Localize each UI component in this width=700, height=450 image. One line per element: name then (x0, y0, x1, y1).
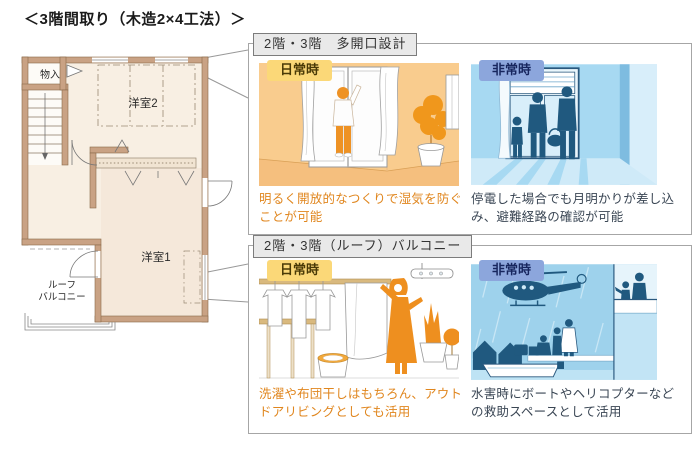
plan-label-storage: 物入 (40, 68, 60, 81)
page-title: ＜3階間取り（木造2×4工法）＞ (24, 11, 246, 28)
family-silhouettes (511, 86, 577, 160)
hanging-shirts (262, 289, 336, 339)
potted-plant (413, 95, 451, 167)
laundry-pole-holder (410, 263, 454, 279)
panel-multi-opening-design: 2階・3階 多開口設計 (248, 33, 692, 235)
hanger-hooks (274, 281, 324, 290)
balcony-plants (419, 303, 459, 370)
balcony-railing (24, 313, 116, 331)
plan-opening-marks (114, 139, 195, 186)
tag-emergency-times: 非常時 (479, 60, 545, 82)
plan-label-room1: 洋室1 (141, 250, 170, 264)
caption-normal: 洗濯や布団干しはもちろん、アウトドアリビングとしても活用 (259, 387, 463, 419)
building-wall (613, 313, 657, 380)
floor-plan: 物入 洋室2 洋室1 ルーフ バルコニー (21, 56, 233, 331)
caption-normal: 明るく開放的なつくりで湿気を防ぐことが可能 (259, 192, 463, 224)
plan-room1-fill (101, 168, 202, 316)
moonlight-evacuation-illustration: 非常時 (471, 60, 657, 186)
lower-balcony-group (514, 319, 615, 362)
door-swing-icons (66, 64, 233, 278)
stairs-arrow (42, 153, 48, 160)
flood-helicopter-rescue-illustration: 非常時 (471, 260, 657, 381)
plan-storage-fill (28, 63, 60, 84)
helicopter-icon (488, 271, 587, 307)
panel-roof-balcony: 2階・3階（ルーフ）バルコニー (248, 235, 692, 434)
caption-emergency: 水害時にボートやヘリコプターなどの救助スペースとして活用 (471, 387, 675, 419)
tag-normal-times: 日常時 (267, 60, 333, 82)
flood-rescue-scene-art (471, 264, 657, 380)
upper-balcony-group (613, 264, 657, 380)
tag-normal-times: 日常時 (267, 260, 333, 282)
panel-header: 2階・3階（ルーフ）バルコニー (253, 235, 473, 259)
plan-label-balcony-2: バルコニー (38, 292, 85, 303)
moonlight-window-scene-art (471, 64, 657, 185)
panel-header-label: 2階・3階（ルーフ）バルコニー (264, 238, 462, 253)
rescue-boat (481, 359, 564, 378)
open-window-daylight-illustration: 日常時 (259, 60, 459, 186)
plan-balcony-fill (28, 245, 95, 316)
plan-label-balcony-1: ルーフ (48, 280, 76, 291)
woman-hanging-laundry (380, 278, 423, 374)
plan-openings (92, 57, 208, 300)
panel-header: 2階・3階 多開口設計 (253, 33, 418, 57)
caption-emergency: 停電した場合でも月明かりが差し込み、避難経路の確認が可能 (471, 192, 675, 224)
daylight-window-scene-art (259, 63, 459, 186)
plan-label-room2: 洋室2 (128, 96, 157, 110)
bucket (317, 353, 349, 378)
tag-emergency-times: 非常時 (479, 260, 545, 282)
laundry-scene-art (259, 263, 459, 381)
plan-room1-closet (183, 250, 201, 304)
laundry-balcony-illustration: 日常時 (259, 260, 459, 381)
plan-dashdot-area (97, 64, 196, 127)
panel-header-label: 2階・3階 多開口設計 (264, 36, 407, 51)
person-opening-curtain (332, 84, 362, 158)
hanging-sheet (344, 282, 388, 360)
